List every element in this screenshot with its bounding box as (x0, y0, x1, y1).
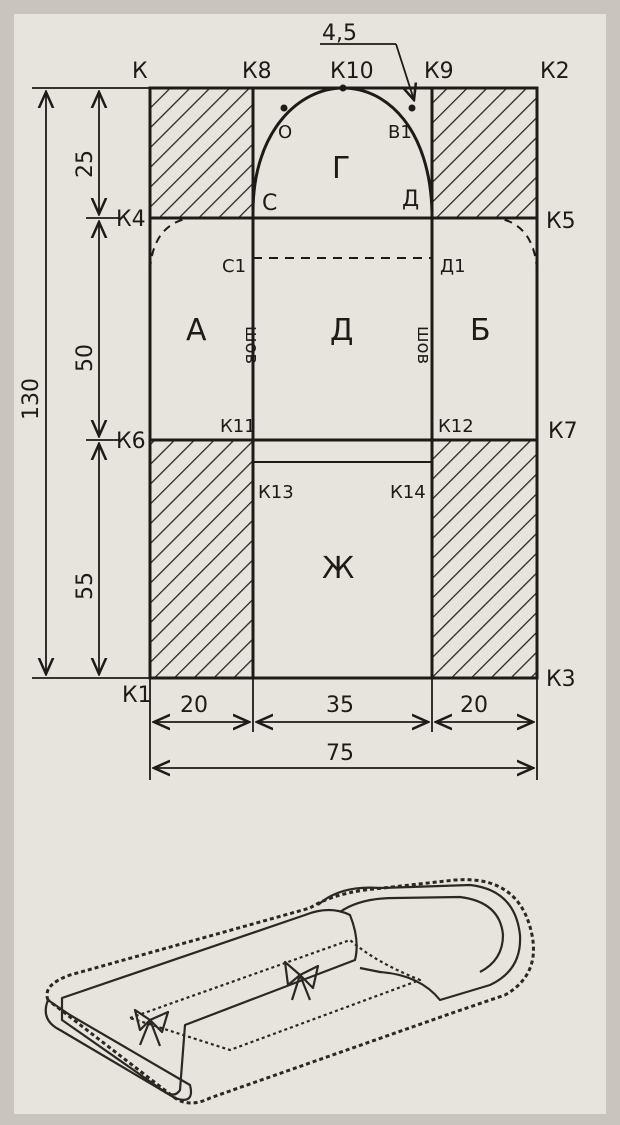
dim-top-height: 25 (73, 150, 98, 178)
label-o: О (278, 122, 292, 143)
label-k12: К12 (438, 416, 474, 437)
label-part-b: Б (470, 313, 491, 348)
label-k6: К6 (116, 429, 146, 454)
label-part-a: А (186, 313, 207, 348)
part-labels: Г А Д Б Ж (186, 151, 491, 586)
label-b1: В1 (388, 122, 412, 143)
envelope-sketch (44, 878, 535, 1105)
label-k8: К8 (242, 59, 272, 84)
label-k14: К14 (390, 482, 426, 503)
label-d1: Д1 (440, 256, 466, 277)
label-k4: К4 (116, 207, 146, 232)
label-k11: К11 (220, 416, 256, 437)
dim-center-width: 35 (326, 693, 354, 718)
hatched-regions (150, 88, 537, 678)
vertical-dimensions (32, 87, 150, 679)
dim-total-width: 75 (326, 741, 354, 766)
label-k1: К1 (122, 683, 152, 708)
point-b1 (408, 104, 416, 112)
dim-total-height: 130 (19, 378, 44, 420)
label-part-g: Г (332, 151, 350, 186)
sketch-ruffle-outline (45, 878, 535, 1105)
label-seam-right: шов (413, 326, 434, 364)
label-k5: К5 (546, 209, 576, 234)
horizontal-dimensions (149, 678, 538, 780)
sketch-hood (317, 883, 522, 1002)
point-labels: К К8 К10 К9 К2 О В1 С Д К4 К5 С1 Д1 К6 К… (116, 59, 578, 708)
dim-bottom-height: 55 (73, 572, 98, 600)
dim-right-width: 20 (460, 693, 488, 718)
sketch-hood-inner (339, 895, 505, 973)
dim-offset: 4,5 (322, 21, 357, 46)
label-k10: К10 (330, 59, 374, 84)
label-seam-left: шов (241, 326, 262, 364)
label-part-d: Д (330, 313, 353, 348)
label-c1: С1 (222, 256, 246, 277)
label-k2: К2 (540, 59, 570, 84)
bow-icon (283, 960, 320, 1001)
hatch-bottom-left (150, 440, 253, 678)
hatch-top-right (432, 88, 537, 218)
point-o (280, 104, 288, 112)
label-k9: К9 (424, 59, 454, 84)
arc-right-dashed (496, 217, 538, 271)
label-k3: К3 (546, 667, 576, 692)
arc-left-dashed (149, 217, 191, 271)
bow-icon (133, 1008, 170, 1047)
label-k13: К13 (258, 482, 294, 503)
label-c: С (262, 191, 277, 216)
hatch-top-left (150, 88, 253, 218)
label-d: Д (402, 187, 419, 212)
offset-leader (320, 43, 414, 100)
label-k7: К7 (548, 419, 578, 444)
point-k10 (339, 84, 347, 92)
label-k: К (132, 59, 148, 84)
label-part-zh: Ж (322, 551, 354, 586)
dim-left-width: 20 (180, 693, 208, 718)
dim-mid-height: 50 (73, 344, 98, 372)
hatch-bottom-right (432, 440, 537, 678)
sketch-roll (44, 999, 193, 1101)
sketch-body (60, 908, 358, 1096)
pattern-outline (148, 84, 539, 680)
sketch-mid-seam (128, 938, 422, 1052)
